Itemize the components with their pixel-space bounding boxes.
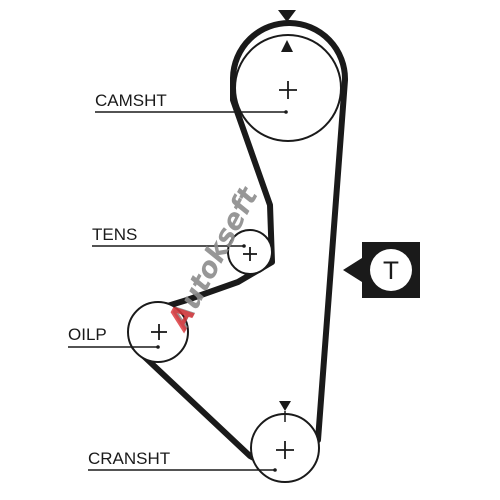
tensioner-label: TENS [92,225,137,244]
tension-pointer-left-triangle-icon [343,258,362,282]
tension-marker-circle [370,249,412,291]
leader-lines [68,110,288,472]
cam-timing-mark-up-icon [281,40,293,52]
crankshaft-plus-icon [276,441,294,459]
oil-pump-plus-icon [151,324,167,340]
tension-marker-letter: T [383,257,399,285]
camshaft-label: CAMSHT [95,91,167,110]
crankshaft-label: CRANSHT [88,449,170,468]
tension-marker: T [343,242,420,298]
camshaft-plus-icon [279,81,297,99]
cam-timing-mark-down-icon [278,10,296,22]
tensioner-plus-icon [243,247,257,261]
oil-pump-label: OILP [68,325,107,344]
crank-timing-mark-down-icon [279,401,291,411]
